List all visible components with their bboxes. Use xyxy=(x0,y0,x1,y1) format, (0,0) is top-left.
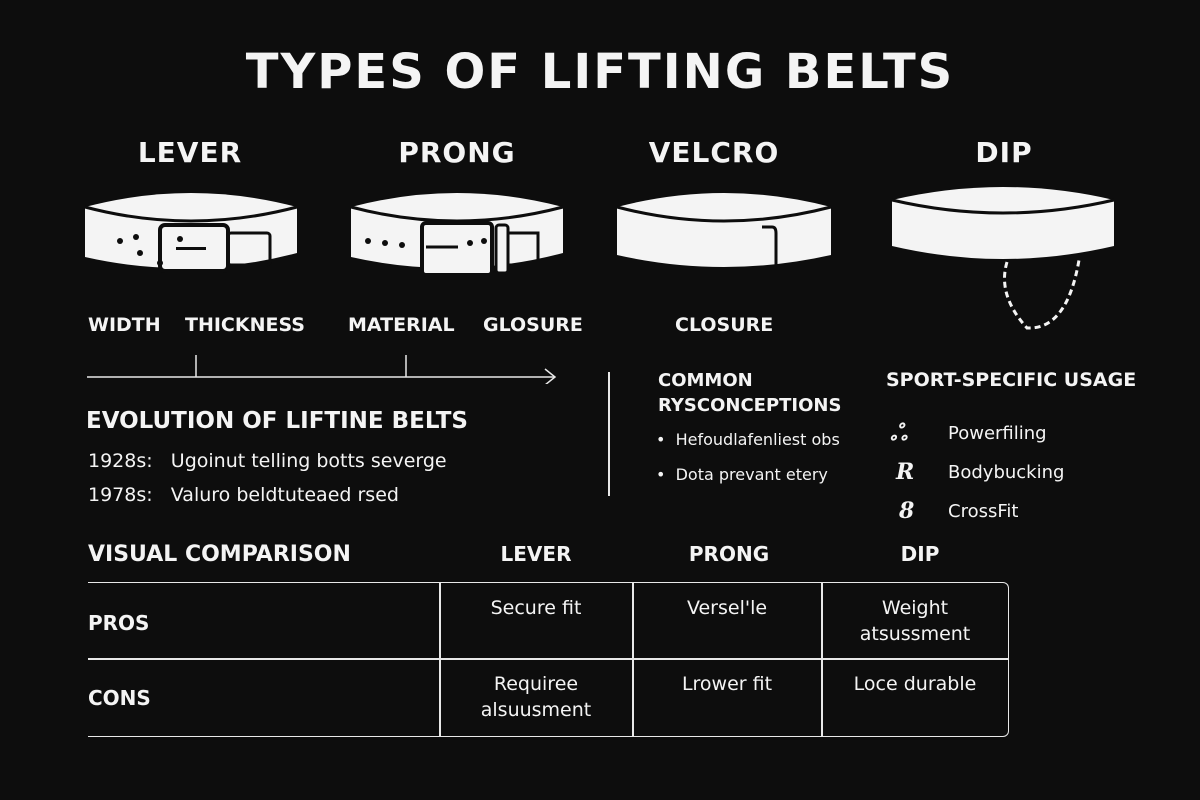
table-cell: Loce durable xyxy=(822,671,1008,697)
sport-label: CrossFit xyxy=(948,501,1019,522)
lever-belt-icon xyxy=(84,193,298,273)
sport-item: 8 xyxy=(899,498,914,524)
weightlifter-icon: ஃ xyxy=(890,420,908,446)
sport-item: R xyxy=(896,459,914,485)
crossfit-athlete-icon: 8 xyxy=(899,498,915,524)
column-divider xyxy=(439,583,441,736)
cell-text: Lrower fit xyxy=(681,673,773,695)
table-cell: Versel'le xyxy=(633,595,821,621)
attribute-material: MATERIAL xyxy=(348,314,455,336)
column-header-dip: DIP xyxy=(900,542,940,566)
cell-text: Versel'le xyxy=(686,597,768,619)
belt-name-prong: PRONG xyxy=(398,136,516,169)
column-divider xyxy=(821,583,823,736)
evolution-text: Ugoinut telling botts severge xyxy=(170,450,447,472)
misconceptions-heading: COMMON RYSCONCEPTIONS xyxy=(658,368,841,418)
column-header-lever: LEVER xyxy=(500,542,572,566)
column-divider xyxy=(632,583,634,736)
comparison-heading: VISUAL COMPARISON xyxy=(88,542,351,567)
belt-name-velcro: VELCRO xyxy=(648,136,780,169)
sport-label: Bodybucking xyxy=(948,462,1065,483)
velcro-belt-icon xyxy=(616,193,832,269)
attribute-closure: CLOSURE xyxy=(675,314,774,336)
sport-item: ஃ xyxy=(890,420,907,449)
dip-belt-icon xyxy=(891,187,1115,330)
comparison-table: PROS CONS Secure fit Versel'le Weight ats… xyxy=(88,582,1009,737)
table-cell: Secure fit xyxy=(440,595,632,621)
cell-text: Requiree xyxy=(493,673,579,695)
evolution-entry: 1928s: Ugoinut telling botts severge xyxy=(88,450,447,472)
cell-text: Loce durable xyxy=(853,673,977,695)
bodybuilder-icon: R xyxy=(896,459,915,485)
misconception-item: • Dota prevant etery xyxy=(656,465,828,484)
timeline-arrow xyxy=(87,355,557,384)
belt-name-dip: DIP xyxy=(975,136,1033,169)
evolution-year: 1978s: xyxy=(88,484,153,506)
sport-label: Powerfiling xyxy=(948,423,1047,444)
cell-text: alsuusment xyxy=(480,699,592,721)
table-cell: Requiree alsuusment xyxy=(440,671,632,723)
page-title: TYPES OF LIFTING BELTS xyxy=(245,44,955,100)
belt-name-lever: LEVER xyxy=(137,136,243,169)
table-cell: Lrower fit xyxy=(633,671,821,697)
cell-text: Secure fit xyxy=(490,597,582,619)
misconception-text: Dota prevant etery xyxy=(675,465,828,484)
cell-text: Weight xyxy=(881,597,949,619)
row-label-cons: CONS xyxy=(88,686,151,710)
evolution-heading: EVOLUTION OF LIFTINE BELTS xyxy=(86,408,468,434)
misconception-text: Hefoudlafenliest obs xyxy=(675,430,840,449)
evolution-text: Valuro beldtuteaed rsed xyxy=(170,484,399,506)
misconception-item: • Hefoudlafenliest obs xyxy=(656,430,840,449)
table-cell: Weight atsussment xyxy=(822,595,1008,647)
row-label-pros: PROS xyxy=(88,611,150,635)
evolution-year: 1928s: xyxy=(88,450,153,472)
row-divider xyxy=(88,658,1008,660)
heading-line: RYSCONCEPTIONS xyxy=(658,395,842,416)
cell-text: atsussment xyxy=(859,623,971,645)
prong-belt-icon xyxy=(350,193,564,277)
attribute-thickness: THICKNESS xyxy=(185,314,305,336)
heading-line: COMMON xyxy=(658,370,753,391)
attribute-width: WIDTH xyxy=(88,314,161,336)
column-header-prong: PRONG xyxy=(688,542,770,566)
sport-usage-heading: SPORT-SPECIFIC USAGE xyxy=(886,369,1137,391)
attribute-glosure: GLOSURE xyxy=(483,314,583,336)
evolution-entry: 1978s: Valuro beldtuteaed rsed xyxy=(88,484,399,506)
section-divider xyxy=(608,372,610,496)
